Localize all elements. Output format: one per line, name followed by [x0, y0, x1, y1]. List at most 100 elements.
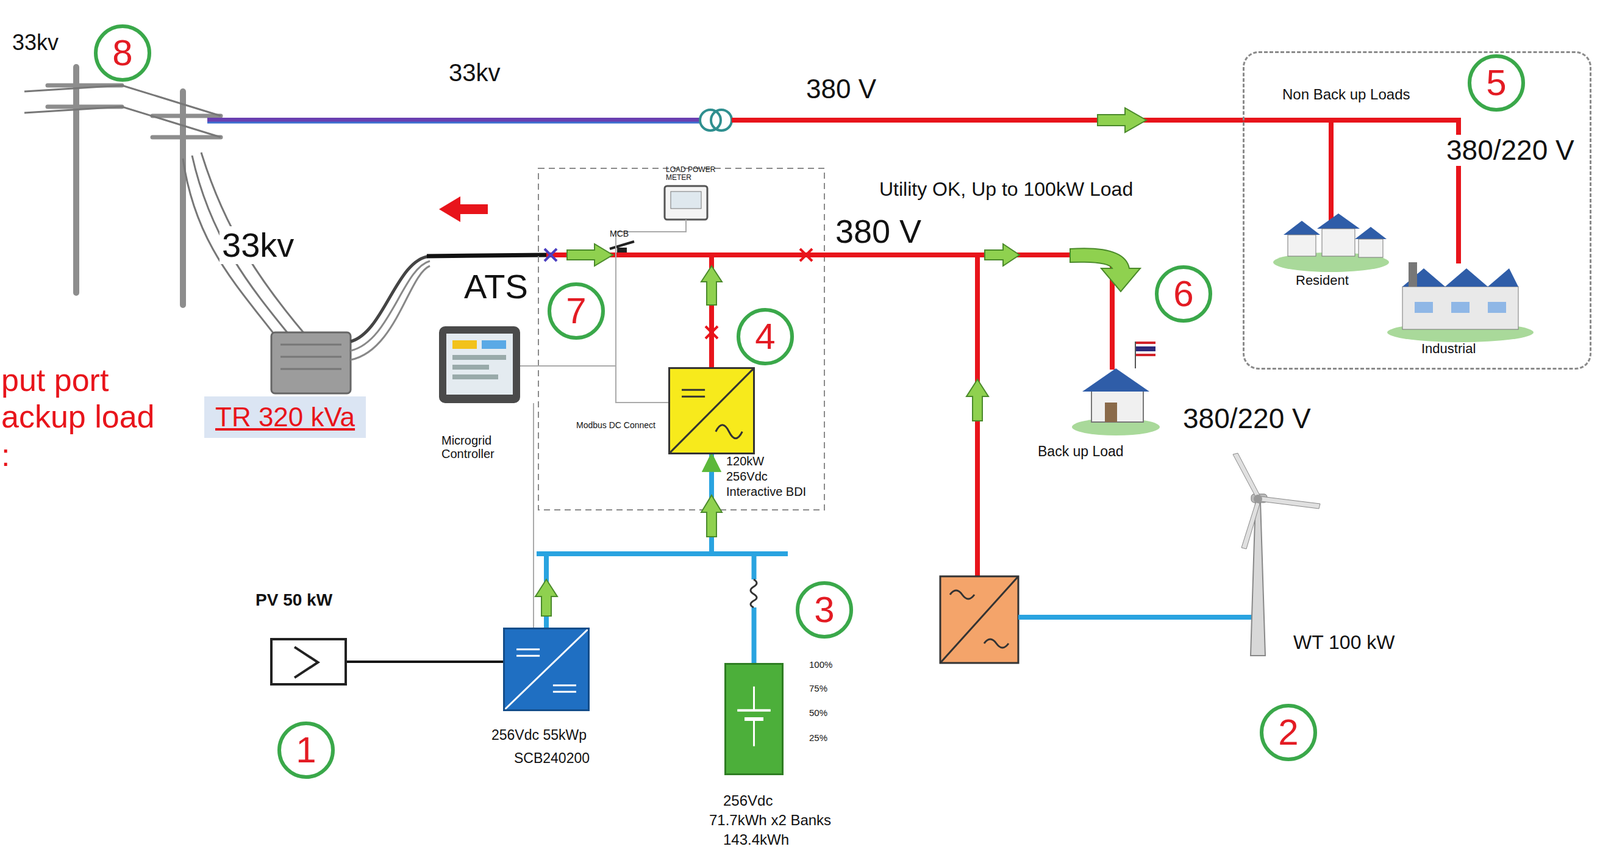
node-label: 143.4kWh [723, 831, 790, 848]
cable [350, 260, 430, 351]
dc-dc-converter: 256Vdc 55kWpSCB240200 [503, 627, 590, 711]
control-wire [520, 365, 616, 367]
pv-panel: PV 50 kW [270, 637, 347, 686]
annotation-label: put port [1, 362, 109, 398]
battery-symbol [726, 664, 782, 774]
ac-ac-converter [940, 576, 1255, 663]
microgrid-controller [452, 340, 477, 349]
ac-ac-converter [940, 576, 1019, 663]
node-label: 256Vdc 55kWp [491, 727, 587, 743]
industrial-icon [1387, 262, 1534, 343]
callout-number: 2 [1278, 714, 1299, 751]
backup-load-icon [1134, 341, 1136, 369]
power-pole [152, 114, 221, 119]
pad-transformer [271, 332, 351, 394]
callout-number: 3 [814, 591, 835, 629]
microgrid-controller [452, 374, 499, 380]
callout-circle: 3 [795, 581, 854, 639]
power-meter [670, 191, 702, 209]
medium-voltage-line [207, 121, 702, 124]
breaker-mark [800, 248, 813, 261]
node-label: Non Back up Loads [1282, 86, 1410, 103]
annotation-label: Microgrid Controller [441, 433, 512, 461]
resident-icon [1321, 228, 1355, 257]
backup-load-icon [1135, 346, 1156, 352]
power-meter [664, 185, 708, 220]
overhead-wire [24, 106, 221, 138]
annotation-label: WT 100 kW [1293, 631, 1396, 654]
callout-circle: 7 [547, 282, 605, 340]
flow-arrow [966, 379, 989, 421]
pad-transformer [280, 356, 342, 358]
backup-load-icon [1135, 351, 1156, 354]
annotation-label: 33kv [448, 59, 501, 86]
flow-arrow [1070, 248, 1141, 292]
pv-symbol [272, 640, 346, 685]
breaker-mark [544, 248, 557, 261]
backup-load-icon [1135, 353, 1156, 357]
power-pole [152, 135, 221, 140]
annotation-label: Resident [1295, 273, 1349, 288]
power-pole [179, 91, 186, 305]
industrial-icon [1402, 286, 1519, 330]
pad-transformer [271, 332, 351, 394]
backup-load-icon [1082, 368, 1150, 392]
backup-load-icon [1135, 341, 1156, 344]
annotation-label: Back up Load [1037, 443, 1124, 460]
dcdc-symbol [504, 629, 588, 710]
node-label: 71.7kWh x2 Banks [709, 812, 832, 829]
callout-circle: 1 [277, 721, 335, 779]
wind-turbine [1232, 453, 1260, 498]
power-pole [47, 67, 221, 305]
annotation-label: 50% [809, 707, 828, 719]
ac-ac-converter [950, 590, 975, 599]
industrial-icon [1487, 301, 1507, 313]
cable [426, 254, 547, 257]
annotation-label: LOAD POWER METER [665, 165, 716, 182]
microgrid-controller [481, 340, 507, 349]
fuse-symbol [747, 579, 760, 608]
flow-arrow [567, 243, 613, 266]
connector-wire [546, 454, 712, 628]
annotation-label: 75% [809, 683, 828, 694]
flow-arrow [984, 243, 1020, 266]
flow-arrow [535, 579, 558, 616]
fuse-symbol [747, 579, 760, 608]
annotation-label: 33kv [219, 226, 297, 265]
node-label: Interactive BDI [726, 484, 807, 499]
industrial-icon [1408, 262, 1418, 287]
microgrid-controller [439, 326, 521, 404]
export-arrow [439, 196, 488, 222]
breaker-mark [705, 326, 718, 339]
resident-icon [1317, 213, 1360, 229]
breaker-mark [617, 247, 627, 253]
panel-outline [538, 168, 825, 510]
connector-wire [346, 660, 504, 663]
overhead-wire [201, 152, 305, 335]
annotation-label: 380/220 V [1182, 403, 1311, 435]
node-label: SCB240200 [514, 750, 590, 766]
callout-number: 1 [295, 731, 316, 769]
ac-bus [546, 252, 1115, 258]
resident-icon [1283, 220, 1321, 235]
annotation-label: 100% [809, 659, 833, 671]
callout-number: 7 [565, 292, 586, 330]
transformer-label-box: TR 320 kVa [204, 396, 366, 438]
fuse-symbol [750, 579, 757, 608]
flow-arrow [701, 495, 722, 537]
pad-transformer [280, 368, 342, 371]
callout-number: 6 [1173, 275, 1194, 313]
control-wire [532, 403, 535, 628]
node-label: TR 320 kVa [215, 402, 355, 432]
cable [350, 256, 430, 342]
bidirectional-inverter: 120kW256VdcInteractive BDI [668, 367, 755, 455]
annotation-label: : [1, 437, 10, 473]
cable [350, 265, 430, 360]
medium-voltage-line [207, 117, 702, 123]
callout-number: 4 [754, 318, 775, 355]
callout-number: 8 [112, 34, 133, 72]
ac-bus [546, 254, 1115, 577]
transformer-symbol [710, 109, 732, 131]
microgrid-controller [452, 364, 490, 370]
